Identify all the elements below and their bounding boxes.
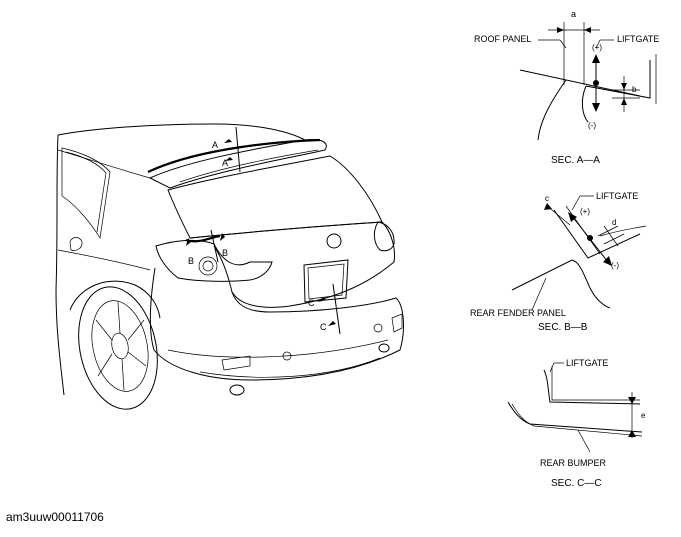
document-id: am3uuw00011706 — [6, 510, 104, 524]
wheel-arch — [69, 280, 161, 319]
tail-lamp-left-ring — [198, 256, 218, 276]
dim-label-e: e — [641, 411, 646, 420]
roof-panel-label: ROOF PANEL — [474, 34, 531, 44]
tail-lamp-left — [155, 239, 273, 282]
dim-label-b: b — [632, 85, 637, 94]
section-b-title: SEC. B—B — [538, 322, 588, 333]
liftgate-label-c: LIFTGATE — [566, 358, 608, 368]
exhaust-left — [229, 384, 245, 396]
liftgate-flange — [581, 85, 589, 123]
license-plate-inner — [307, 263, 345, 300]
parking-sensor — [373, 323, 383, 333]
rear-reflector-left — [221, 355, 251, 371]
rear-bumper-label: REAR BUMPER — [540, 458, 607, 468]
side-window-inner — [65, 151, 107, 233]
bumper-diffuser — [199, 357, 381, 378]
marker-label-b-right: B — [222, 248, 228, 258]
body-left-side — [55, 134, 65, 396]
roof-panel-flange — [537, 79, 567, 141]
marker-arrow-c-bottom — [328, 321, 336, 326]
section-c-title: SEC. C—C — [551, 478, 602, 489]
liftgate-section-b — [553, 209, 641, 259]
section-line-a — [235, 126, 241, 173]
minus-label-b: (-) — [611, 261, 619, 270]
marker-arrow-b-right — [220, 233, 225, 241]
side-belt-line — [57, 149, 151, 179]
marker-arrow-c-top — [318, 297, 326, 302]
roof-panel-edge — [519, 69, 641, 97]
roof-outline — [57, 123, 306, 141]
liftgate-curve-b — [599, 225, 647, 237]
rear-fender-section — [511, 259, 611, 309]
liftgate-label-a: LIFTGATE — [617, 34, 659, 44]
section-a-detail: a ROOF PANEL LIFTGATE (+) (-) b SEC. A—A — [474, 9, 659, 166]
dim-label-d: d — [612, 218, 616, 227]
liftgate-section-c — [543, 369, 641, 405]
plus-label-a: (+) — [592, 43, 602, 52]
wheel-spokes — [95, 301, 147, 391]
bumper-lower-line — [167, 339, 389, 358]
tail-lamp-right — [373, 221, 395, 252]
marker-arrow-a-bottom — [225, 157, 233, 161]
dim-label-c: c — [545, 194, 549, 203]
vehicle-rear-view: A A B B C C — [55, 123, 404, 410]
section-c-detail: LIFTGATE e REAR BUMPER SEC. C—C — [507, 358, 646, 489]
plus-label-b: (+) — [580, 207, 590, 216]
exhaust-right — [378, 343, 390, 353]
spoiler-center — [179, 149, 319, 183]
rear-bumper-section — [507, 401, 643, 433]
section-a-title: SEC. A—A — [551, 155, 600, 166]
marker-label-a-bottom: A — [222, 158, 228, 168]
section-b-detail: LIFTGATE c (+) d (-) REAR FENDER PANEL S… — [470, 191, 647, 333]
rear-fender-panel-label: REAR FENDER PANEL — [470, 308, 566, 318]
liftgate-section-a — [585, 60, 651, 99]
door-mirror — [69, 237, 83, 251]
marker-label-c-top: C — [308, 298, 315, 308]
liftgate-lower-edge — [231, 291, 397, 313]
side-character-line — [57, 249, 151, 271]
rear-glass — [167, 155, 383, 239]
marker-label-b-left: B — [188, 256, 194, 266]
marker-label-a-top: A — [212, 140, 218, 150]
side-window — [61, 147, 111, 239]
liftgate-gap-highlight — [147, 138, 321, 173]
liftgate-inner-c — [551, 366, 640, 401]
license-plate — [303, 259, 349, 303]
wheel-hub — [111, 332, 129, 360]
minus-label-a: (-) — [588, 121, 596, 130]
section-line-b — [210, 229, 219, 263]
rear-reflector-right — [391, 313, 403, 333]
marker-arrow-a-top — [224, 139, 232, 143]
section-line-c — [332, 283, 341, 335]
parking-sensor — [282, 351, 292, 361]
liftgate-panel — [189, 221, 395, 308]
marker-arrow-b-left — [186, 238, 191, 246]
marker-label-c-bottom: C — [320, 322, 327, 332]
rear-bumper-inner — [511, 403, 643, 437]
emblem — [326, 233, 342, 249]
rear-spoiler — [148, 139, 327, 189]
rear-rim — [91, 300, 149, 392]
liftgate-label-b: LIFTGATE — [596, 191, 638, 201]
dim-label-a: a — [571, 9, 576, 19]
tail-lamp-left-core — [202, 260, 214, 272]
rear-bumper-outline — [149, 267, 404, 381]
rear-tire — [78, 286, 158, 410]
